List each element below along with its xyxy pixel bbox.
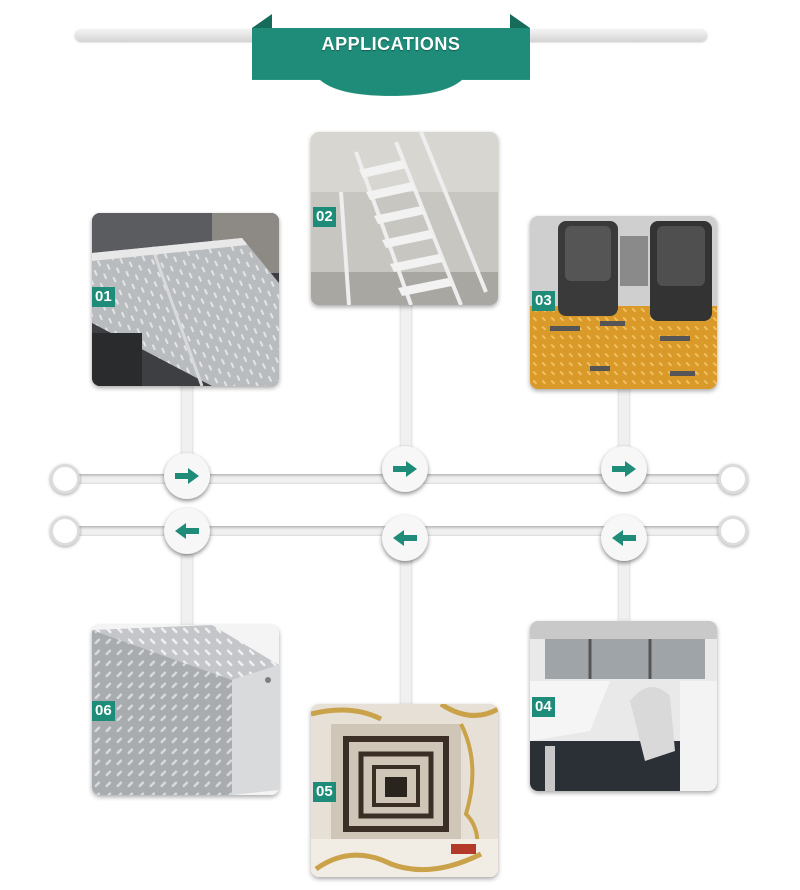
- timeline-node-01[interactable]: [164, 453, 210, 499]
- application-card-03[interactable]: [530, 216, 717, 389]
- timeline-node-04[interactable]: [601, 515, 647, 561]
- connector-01: [182, 385, 192, 465]
- connector-06: [182, 555, 192, 627]
- ramp-image: [92, 213, 279, 386]
- arrow-left-icon: [393, 530, 417, 546]
- staircase-image: [311, 704, 498, 877]
- timeline-node-03[interactable]: [601, 446, 647, 492]
- connector-04: [619, 555, 629, 623]
- arrow-right-icon: [393, 461, 417, 477]
- connector-02: [401, 304, 411, 449]
- item-number-badge: 01: [92, 287, 115, 307]
- toolbox-image: [92, 625, 279, 795]
- ladder-image: [311, 132, 498, 305]
- timeline-start-dot: [50, 516, 80, 546]
- application-card-01[interactable]: [92, 213, 279, 386]
- item-number-badge: 06: [92, 701, 115, 721]
- item-number-badge: 03: [532, 291, 555, 311]
- application-card-05[interactable]: [311, 704, 498, 877]
- header-ribbon: [252, 14, 530, 96]
- item-number-badge: 04: [532, 697, 555, 717]
- timeline-end-dot: [718, 464, 748, 494]
- item-number-badge: 02: [313, 207, 336, 227]
- connector-05: [401, 555, 411, 707]
- page-title: APPLICATIONS: [321, 34, 461, 54]
- item-number-badge: 05: [313, 782, 336, 802]
- application-card-06[interactable]: [92, 625, 279, 795]
- arrow-left-icon: [175, 523, 199, 539]
- arrow-right-icon: [612, 461, 636, 477]
- timeline-node-05[interactable]: [382, 515, 428, 561]
- arrow-right-icon: [175, 468, 199, 484]
- timeline-node-02[interactable]: [382, 446, 428, 492]
- connector-03: [619, 388, 629, 458]
- application-card-04[interactable]: [530, 621, 717, 791]
- arrow-left-icon: [612, 530, 636, 546]
- timeline-start-dot: [50, 464, 80, 494]
- boat-cabin-image: [530, 621, 717, 791]
- timeline-node-06[interactable]: [164, 508, 210, 554]
- application-card-02[interactable]: [311, 132, 498, 305]
- vehicle-floor-image: [530, 216, 717, 389]
- timeline-end-dot: [718, 516, 748, 546]
